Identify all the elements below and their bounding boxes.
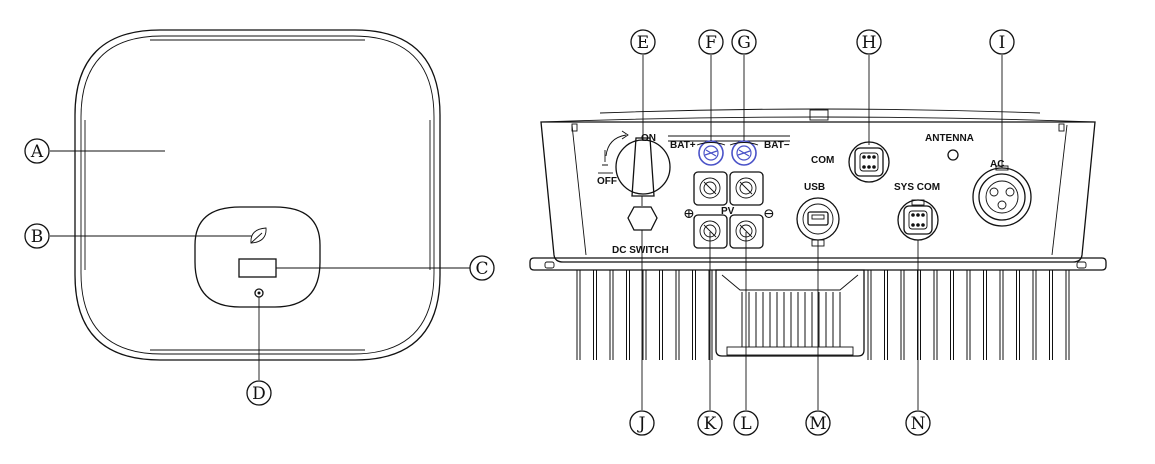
com-label: COM — [811, 155, 834, 166]
antenna-port[interactable] — [947, 149, 959, 161]
dc-switch-handle[interactable] — [631, 137, 655, 197]
callout-m: M — [805, 410, 831, 436]
indicator-light-center — [257, 291, 261, 295]
right-corner-slot — [1058, 123, 1065, 132]
pv-plus-frame-top — [693, 171, 728, 206]
callout-d: D — [246, 380, 272, 406]
pv-plus-frame-bottom — [693, 214, 728, 249]
sys-com-label: SYS COM — [894, 182, 940, 193]
callout-f: F — [698, 29, 724, 55]
left-corner-slot — [571, 123, 578, 132]
bat-minus-connector[interactable] — [731, 140, 757, 166]
dc-switch-label: DC SWITCH — [612, 245, 669, 256]
heat-sink-fins — [576, 270, 1070, 360]
callout-e: E — [630, 29, 656, 55]
dc-switch-dial[interactable] — [615, 139, 671, 195]
callout-k: K — [697, 410, 723, 436]
leaf-icon — [250, 227, 267, 244]
svg-text:N: N — [911, 414, 926, 434]
usb-socket[interactable] — [807, 211, 829, 226]
mounting-flange — [529, 257, 1107, 271]
callout-j: J — [629, 410, 655, 436]
svg-text:G: G — [737, 33, 751, 53]
bat-plus-label: BAT+ — [670, 140, 696, 151]
callout-c: C — [469, 255, 495, 281]
sys-com-port[interactable]: SYS COM — [894, 182, 940, 241]
svg-text:K: K — [704, 414, 717, 434]
bat-plus-connector[interactable] — [698, 140, 724, 166]
bottom-housing-top-edge — [599, 108, 1041, 114]
pv-minus-frame-bottom — [729, 214, 764, 249]
front-view — [50, 29, 470, 380]
rotate-direction-mark — [602, 150, 608, 166]
svg-text:M: M — [809, 414, 826, 434]
svg-text:H: H — [862, 33, 877, 53]
ac-connector[interactable]: AC — [972, 159, 1032, 227]
flange-right-hole — [1076, 261, 1087, 269]
ac-label: AC — [990, 159, 1004, 170]
svg-text:L: L — [740, 414, 751, 434]
dc-switch-off-label: OFF — [597, 176, 617, 187]
front-housing-outline — [74, 29, 441, 361]
pv-minus-frame-top — [729, 171, 764, 206]
callout-n: N — [905, 410, 931, 436]
callout-l: L — [733, 410, 759, 436]
usb-port[interactable]: USB — [796, 182, 840, 247]
lcd-display — [238, 258, 277, 278]
antenna-label: ANTENNA — [925, 133, 974, 144]
svg-text:J: J — [637, 414, 646, 434]
pv-connectors: PV ⊕ ⊖ — [683, 171, 775, 249]
pv-minus-symbol: ⊖ — [763, 206, 775, 222]
bottom-view: ON OFF DC SWITCH BAT+ BAT− — [529, 55, 1107, 410]
pv-plus-connector-2[interactable] — [699, 220, 721, 242]
display-panel — [194, 206, 321, 308]
top-mount-tab — [809, 109, 829, 121]
svg-text:F: F — [705, 33, 717, 53]
callout-g: G — [731, 29, 757, 55]
fan-housing — [715, 269, 865, 357]
right-inner-wall — [1051, 124, 1068, 256]
svg-text:I: I — [999, 33, 1006, 53]
pv-label: PV — [721, 206, 735, 217]
pv-minus-connector-1[interactable] — [735, 177, 757, 199]
pv-plus-connector-1[interactable] — [699, 177, 721, 199]
flange-left-hole — [544, 261, 555, 269]
callout-i: I — [989, 29, 1015, 55]
svg-text:E: E — [637, 33, 649, 53]
com-port[interactable]: COM — [811, 141, 890, 183]
svg-text:D: D — [252, 384, 266, 404]
dc-switch-lock-hex[interactable] — [627, 206, 658, 231]
left-inner-wall — [571, 124, 587, 256]
usb-label: USB — [804, 182, 825, 193]
bottom-housing-top-line — [540, 116, 1096, 123]
dc-switch[interactable]: ON OFF DC SWITCH — [597, 130, 671, 256]
bat-minus-label: BAT− — [764, 140, 790, 151]
battery-connectors: BAT+ BAT− — [668, 135, 790, 166]
dc-switch-on-label: ON — [641, 133, 656, 144]
svg-text:C: C — [475, 259, 488, 279]
callout-h: H — [856, 29, 882, 55]
svg-text:A: A — [30, 142, 44, 162]
callout-b: B — [24, 223, 50, 249]
pv-plus-symbol: ⊕ — [683, 206, 695, 222]
front-housing-inner-outline — [80, 35, 435, 355]
svg-text:B: B — [31, 227, 44, 247]
rotate-arrow-icon — [605, 130, 629, 157]
callout-a: A — [24, 138, 50, 164]
